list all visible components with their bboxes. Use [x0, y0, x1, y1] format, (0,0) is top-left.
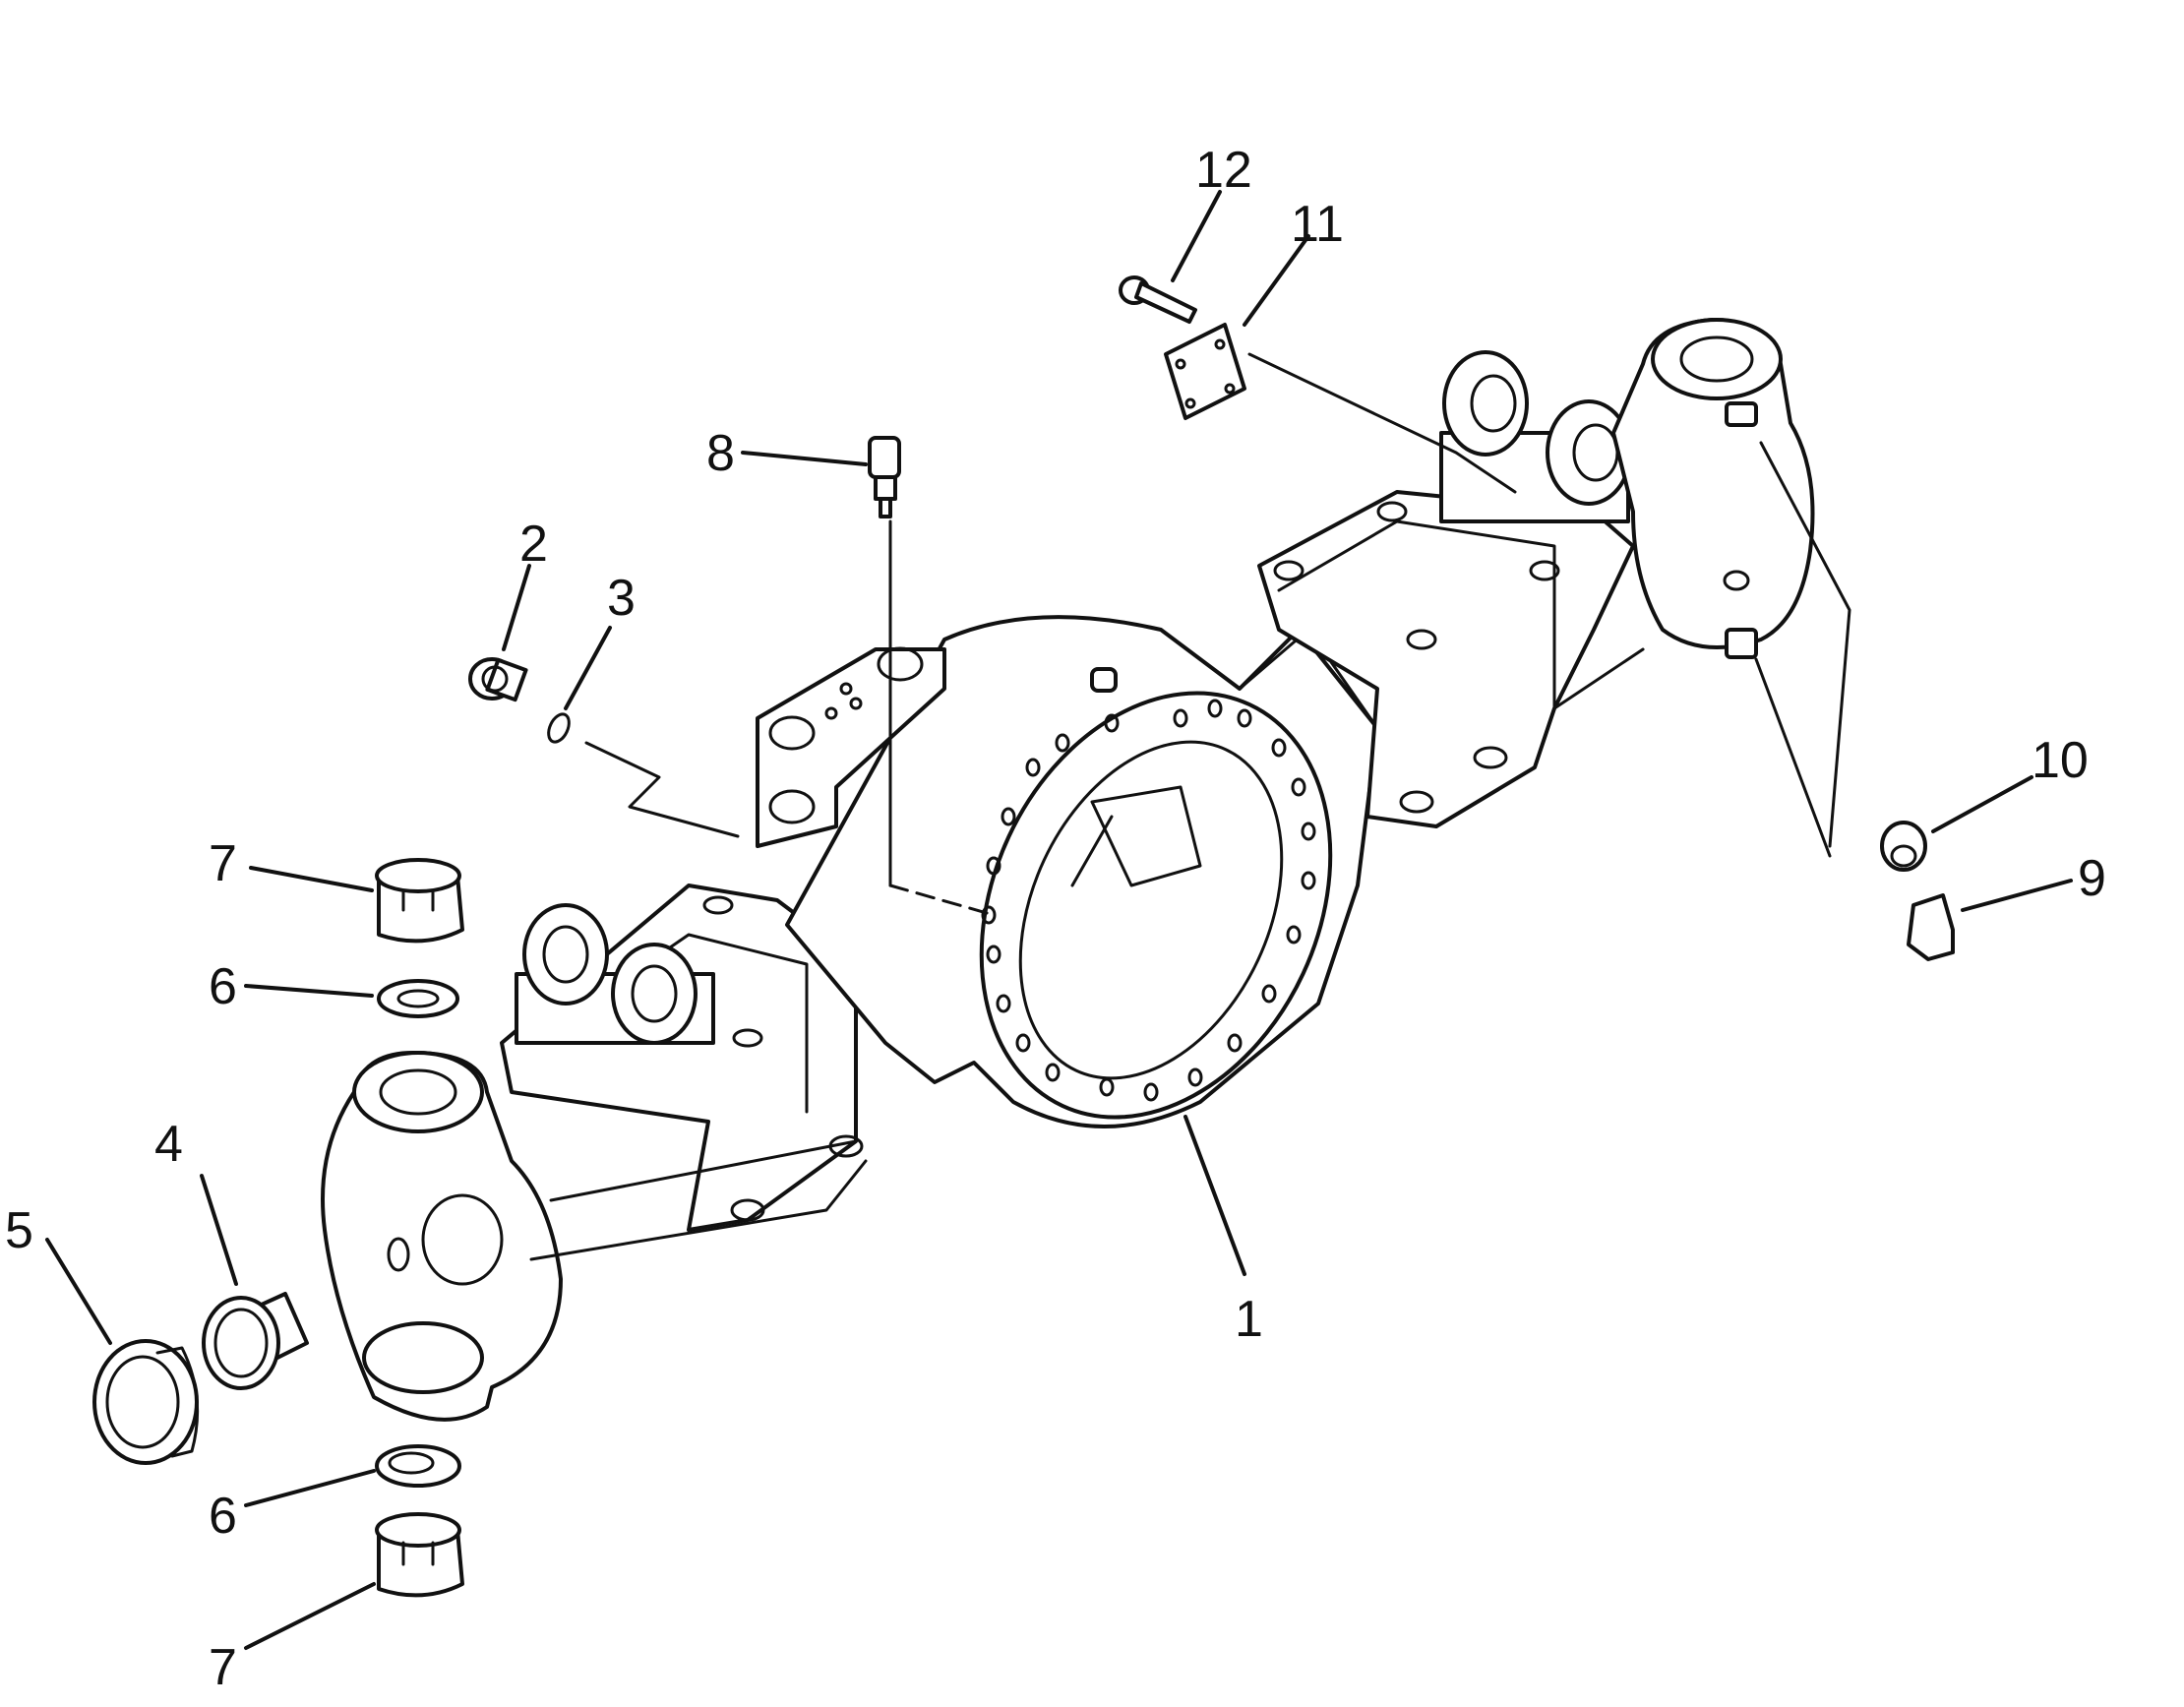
- part-6-bottom-seal: [375, 1444, 461, 1488]
- label-10: 10: [2032, 732, 2089, 789]
- part-5-cover-ring: [92, 1339, 200, 1465]
- part-7-bottom-bushing: [375, 1512, 464, 1598]
- part-4-sleeve: [202, 1292, 309, 1390]
- part-10-nut: [1880, 821, 1927, 872]
- part-10-leader-a: [1759, 441, 1851, 848]
- flange-bolt-holes: [981, 699, 1316, 1102]
- part-12-bolt: [1119, 275, 1197, 324]
- label-6-top: 6: [209, 958, 237, 1015]
- label-11: 11: [1291, 196, 1344, 253]
- part-11-plate: [1164, 323, 1246, 420]
- label-12: 12: [1195, 142, 1252, 199]
- label-1: 1: [1235, 1291, 1263, 1348]
- label-5: 5: [5, 1202, 33, 1259]
- left-lug-a: [522, 903, 609, 1006]
- right-lug-a: [1442, 350, 1529, 457]
- callout-labels: 1 2 3 4 5 6 6 7 7 8 9 10 11 12: [5, 142, 2106, 1696]
- leader-lines: [45, 190, 2073, 1650]
- part-11-leader: [1247, 352, 1517, 494]
- label-3: 3: [607, 570, 636, 627]
- part-8-hidden-line: [888, 884, 996, 917]
- part-10-leader-b: [1754, 657, 1832, 858]
- left-lug-b: [611, 943, 698, 1045]
- part-2-plug: [468, 657, 528, 702]
- part-7-top-bushing: [375, 858, 464, 944]
- part-3-o-ring: [547, 712, 571, 744]
- part-8-fitting: [868, 436, 901, 518]
- label-4: 4: [154, 1116, 183, 1173]
- part-9-elbow: [1907, 893, 1955, 961]
- part-6-top-seal: [377, 979, 459, 1018]
- label-7-bottom: 7: [209, 1639, 237, 1696]
- label-8: 8: [706, 425, 735, 482]
- label-2: 2: [519, 516, 548, 573]
- center-flange: [979, 691, 1333, 1120]
- label-9: 9: [2078, 850, 2106, 907]
- axle-housing-body: [321, 318, 1815, 1422]
- label-7-top: 7: [209, 835, 237, 892]
- label-6-bottom: 6: [209, 1488, 237, 1545]
